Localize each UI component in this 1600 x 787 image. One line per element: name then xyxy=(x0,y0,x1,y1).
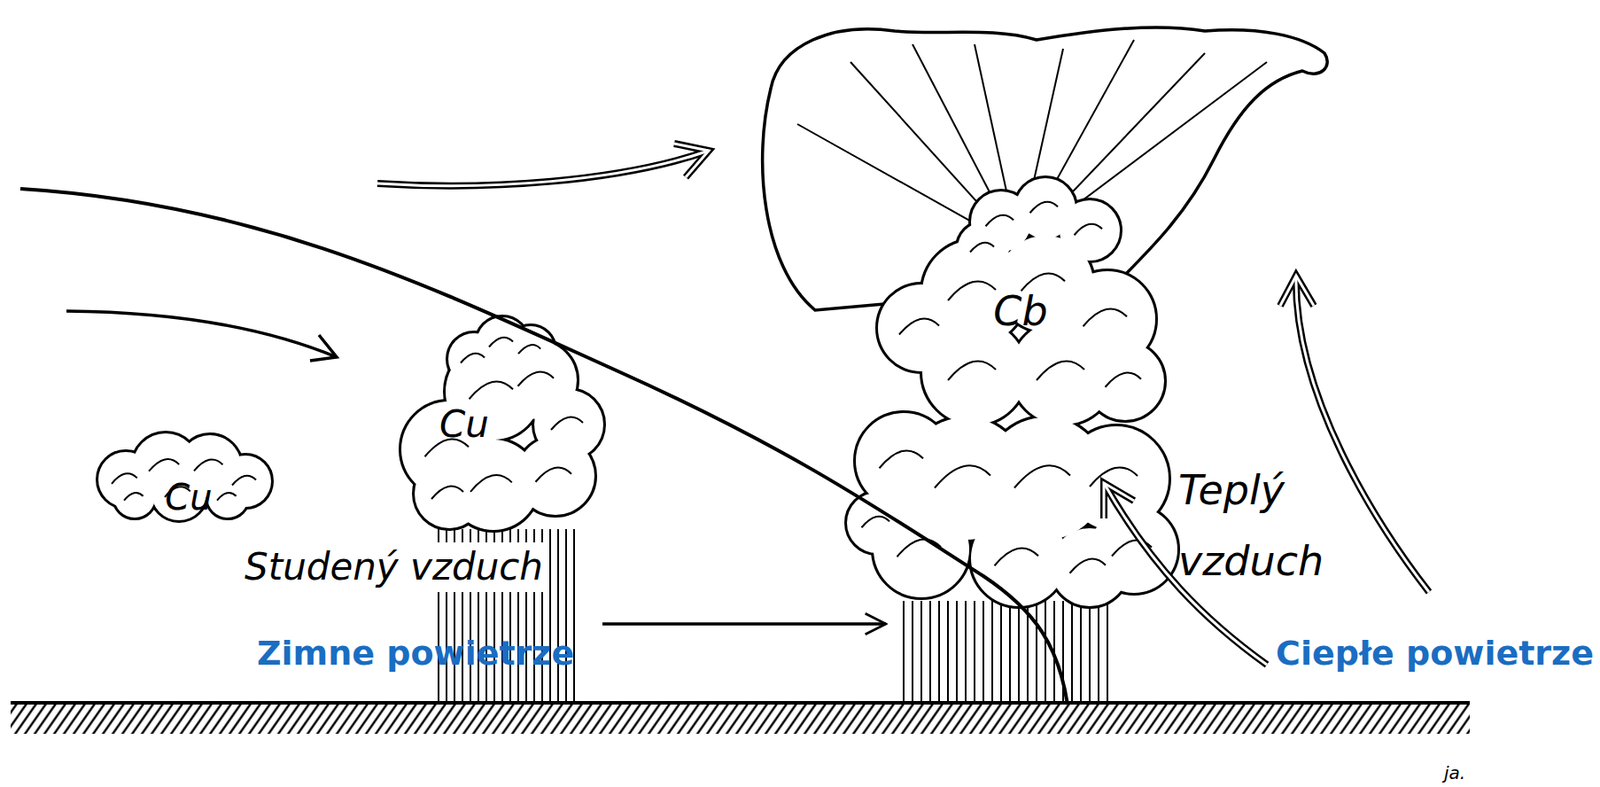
cloud-texture xyxy=(1030,201,1059,214)
rain-streak xyxy=(557,528,560,705)
cloud-node: Cu xyxy=(81,426,276,523)
cloud-texture xyxy=(518,372,555,387)
cloud-texture xyxy=(535,467,573,482)
cloud-type-label: Cu xyxy=(164,476,212,518)
air-mass-label: Ciepłe powietrze xyxy=(1275,633,1594,673)
cloud-type-label: Cb xyxy=(993,287,1048,335)
cloud-puff-fill xyxy=(114,476,156,518)
cloud-texture xyxy=(1105,372,1142,388)
rain-streak xyxy=(955,600,958,705)
rain-streak xyxy=(1071,600,1073,705)
rain-streak xyxy=(1053,600,1056,705)
cloud-texture xyxy=(934,465,991,488)
air-mass-label: Studený vzduch xyxy=(244,542,544,592)
cloud-texture xyxy=(111,473,138,484)
rain-streak xyxy=(1097,600,1100,705)
cloud-type-label: Cu xyxy=(439,402,490,446)
cloud-texture xyxy=(1014,465,1071,488)
air-mass-label: ja. xyxy=(1444,761,1466,784)
rain-streak xyxy=(1035,600,1038,705)
rain-streak xyxy=(1079,600,1082,705)
cloud-texture xyxy=(469,380,514,399)
edges-layer xyxy=(602,623,886,625)
cloud-texture xyxy=(986,215,1015,227)
rain-streak xyxy=(947,600,949,705)
cloud-puff-fill xyxy=(846,492,908,553)
rain-streak xyxy=(1009,600,1011,705)
air-mass-label: Zimne powietrze xyxy=(256,633,575,673)
front-line xyxy=(20,188,1068,705)
rain-streak xyxy=(991,600,994,705)
airflow-connector xyxy=(602,621,886,626)
rain-streak xyxy=(911,600,914,705)
cloud-texture xyxy=(1036,360,1085,381)
cloud-shape xyxy=(97,432,272,521)
cloud-texture xyxy=(899,318,940,335)
cloud-texture xyxy=(1111,540,1152,557)
cloud-texture xyxy=(232,475,257,486)
cloud-shape xyxy=(762,27,1329,705)
cloud-texture xyxy=(862,516,891,529)
cloud-texture xyxy=(994,547,1040,566)
rain-streak xyxy=(573,528,575,705)
cloud-texture xyxy=(551,417,583,430)
cloud-texture xyxy=(124,492,144,501)
cloud-texture xyxy=(897,538,942,557)
cloud-texture xyxy=(947,280,996,301)
rain-streak xyxy=(920,600,923,705)
rain-streak xyxy=(902,600,905,705)
upper-wind-arrow xyxy=(377,143,709,187)
cloud-texture xyxy=(217,492,237,501)
cloud-puff-fill xyxy=(1050,528,1129,606)
rain-streak xyxy=(973,600,976,705)
rain-streak xyxy=(1106,600,1109,705)
rain-streak xyxy=(938,600,940,705)
cloud-texture xyxy=(1074,224,1103,236)
cloud-puff-fill xyxy=(414,458,484,529)
cloud-texture xyxy=(970,242,995,253)
rain-streak xyxy=(1026,600,1029,705)
cloud-texture xyxy=(460,353,485,364)
cloud-texture xyxy=(1083,308,1128,327)
cloud-texture xyxy=(148,458,179,472)
cloud-texture xyxy=(879,450,925,468)
warm-rising-arrow xyxy=(1280,275,1430,592)
rain-streak xyxy=(565,528,567,705)
ground-line xyxy=(10,700,1470,705)
rain-streak xyxy=(1017,600,1020,705)
cloud-texture xyxy=(1089,466,1138,487)
wind-arrow xyxy=(66,310,337,361)
ground-hatching xyxy=(10,703,1470,734)
cloud-texture xyxy=(489,337,513,348)
cloud-texture xyxy=(518,344,541,354)
cloud-texture xyxy=(1070,559,1107,574)
cloud-texture xyxy=(470,474,513,492)
cloud-graphic xyxy=(885,212,1152,705)
cloud-texture xyxy=(194,458,223,471)
warm-inflow-arrow xyxy=(1103,482,1267,665)
rain-streak xyxy=(982,600,985,705)
rain-streak xyxy=(929,600,932,705)
air-mass-label: Teplý vzduch xyxy=(1178,454,1338,597)
rain-streak xyxy=(1062,600,1065,705)
rain-streak xyxy=(964,600,967,705)
cloud-texture xyxy=(947,360,996,381)
cloud-node: Cb xyxy=(885,212,1152,705)
cloud-texture xyxy=(431,486,464,499)
rain-streak xyxy=(1088,600,1091,705)
rain-streak xyxy=(1044,600,1047,705)
cloud-puff-fill xyxy=(207,476,249,518)
cloud-puff-fill xyxy=(922,319,1027,425)
rain-streak xyxy=(1000,600,1002,705)
rain-streak xyxy=(549,528,552,705)
